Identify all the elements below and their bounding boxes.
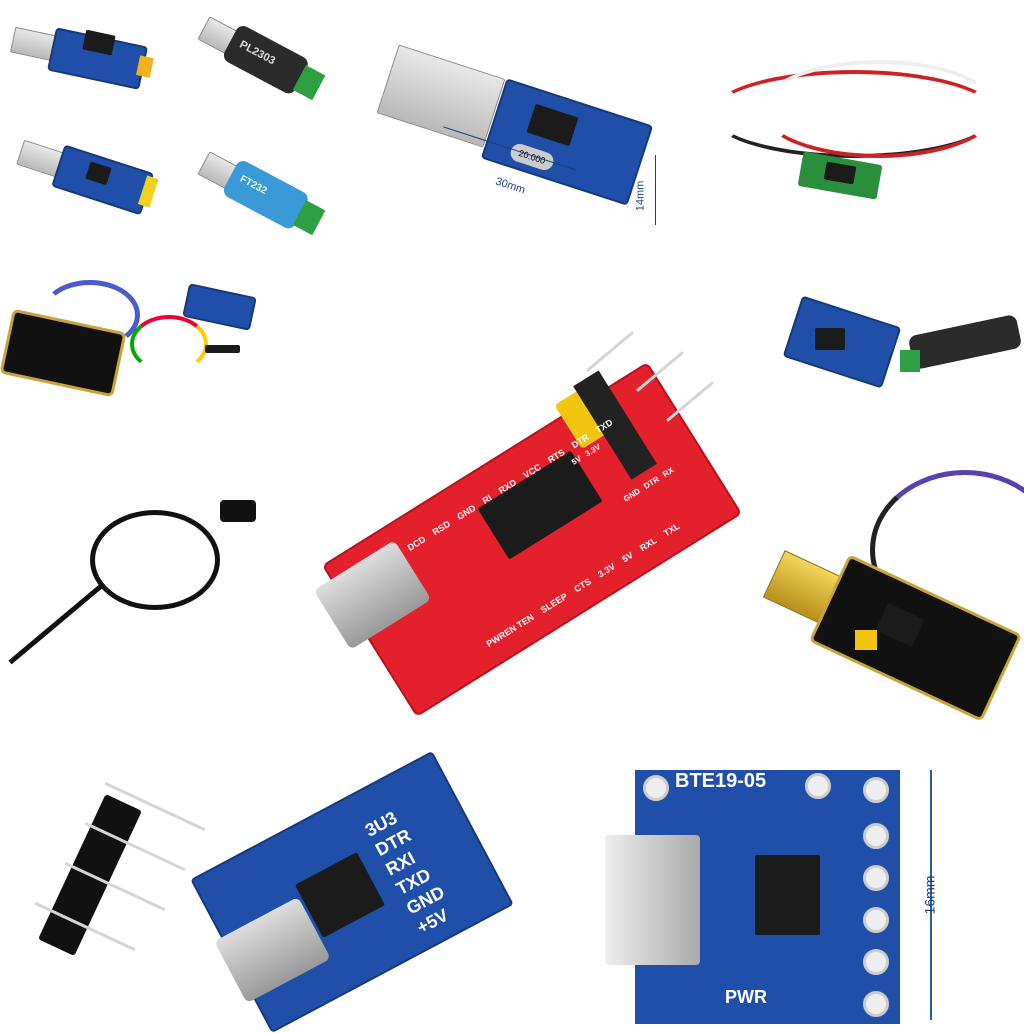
pin-header bbox=[10, 775, 210, 965]
height-dimension: 16mm bbox=[921, 875, 938, 915]
usb-ttl-module-small bbox=[5, 15, 164, 105]
cp2102-module-small bbox=[9, 128, 170, 231]
usb-ttl-module-and-cable bbox=[770, 290, 1024, 400]
pl2303-module: 20.000 30mm 14mm bbox=[376, 40, 660, 225]
micro-usb-port bbox=[605, 835, 700, 965]
dupont-wires bbox=[690, 40, 1010, 210]
cp2102-blue-board: 3U3 DTR RXI TXD GND +5V bbox=[185, 750, 514, 1033]
board-title: BTE19-05 bbox=[675, 770, 767, 792]
pwr-label: PWR bbox=[725, 987, 767, 1007]
width-dimension: 30mm bbox=[493, 175, 527, 197]
bte19-05-board: BTE19-05 PWR 16mm bbox=[605, 765, 1024, 1024]
ch340-gold-board bbox=[760, 470, 1024, 730]
ftdi-red-board: DCD RSD GND RI RXD VCC RTS DTR TXD PWREN… bbox=[300, 330, 743, 718]
pl2303-cable-adapter: PL2303 bbox=[186, 0, 334, 121]
height-dimension: 14mm bbox=[634, 180, 647, 212]
usb-cable-coiled bbox=[0, 490, 260, 700]
ft232-cable-adapter: FT232 bbox=[186, 134, 334, 257]
ch340-gold-kit bbox=[0, 280, 260, 410]
